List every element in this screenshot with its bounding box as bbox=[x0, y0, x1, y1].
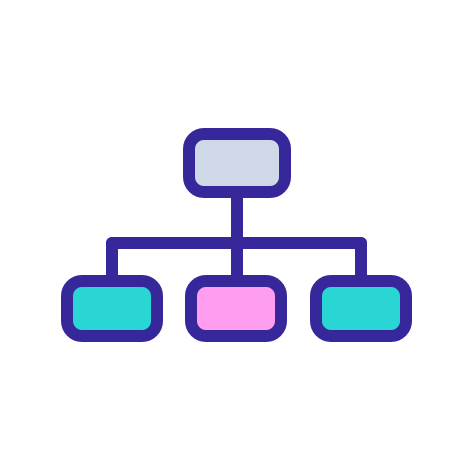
center-child-node bbox=[185, 275, 287, 342]
right-child-node bbox=[310, 275, 412, 342]
left-child-node bbox=[61, 275, 163, 342]
root-node bbox=[183, 128, 291, 198]
connector-lines bbox=[106, 186, 367, 287]
